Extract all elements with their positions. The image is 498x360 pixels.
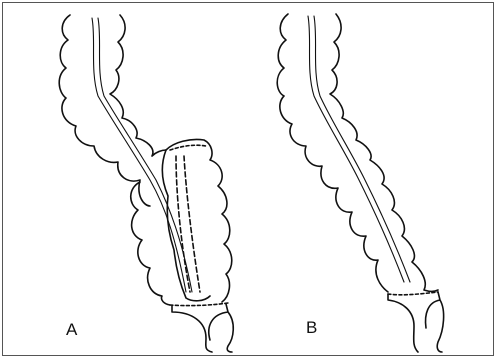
panel-b-drawing [277,14,443,352]
panel-a-colon-left-wall [59,15,150,206]
panel-a-pouch-staple-line [170,145,206,150]
panel-b-colon-left-wall [277,14,388,292]
panel-a-anastomosis-line [170,303,228,306]
panel-b-rectal-stump [388,292,444,352]
panel-a-drawing [59,15,233,352]
panel-b-colon-right-wall [330,14,438,292]
panel-b-central-channel [308,16,404,282]
panel-label-a: A [66,320,77,340]
panel-a-central-channel [92,18,186,292]
panel-a-colon-right-wall [110,15,166,156]
panel-b-central-channel-2 [314,16,410,282]
panel-a-central-channel-2 [98,18,192,292]
panel-b-anastomosis-line [388,292,438,295]
panel-a-rectal-stump [172,304,233,352]
panel-label-b: B [306,318,317,338]
panel-a-lower-left-wall [131,182,170,305]
